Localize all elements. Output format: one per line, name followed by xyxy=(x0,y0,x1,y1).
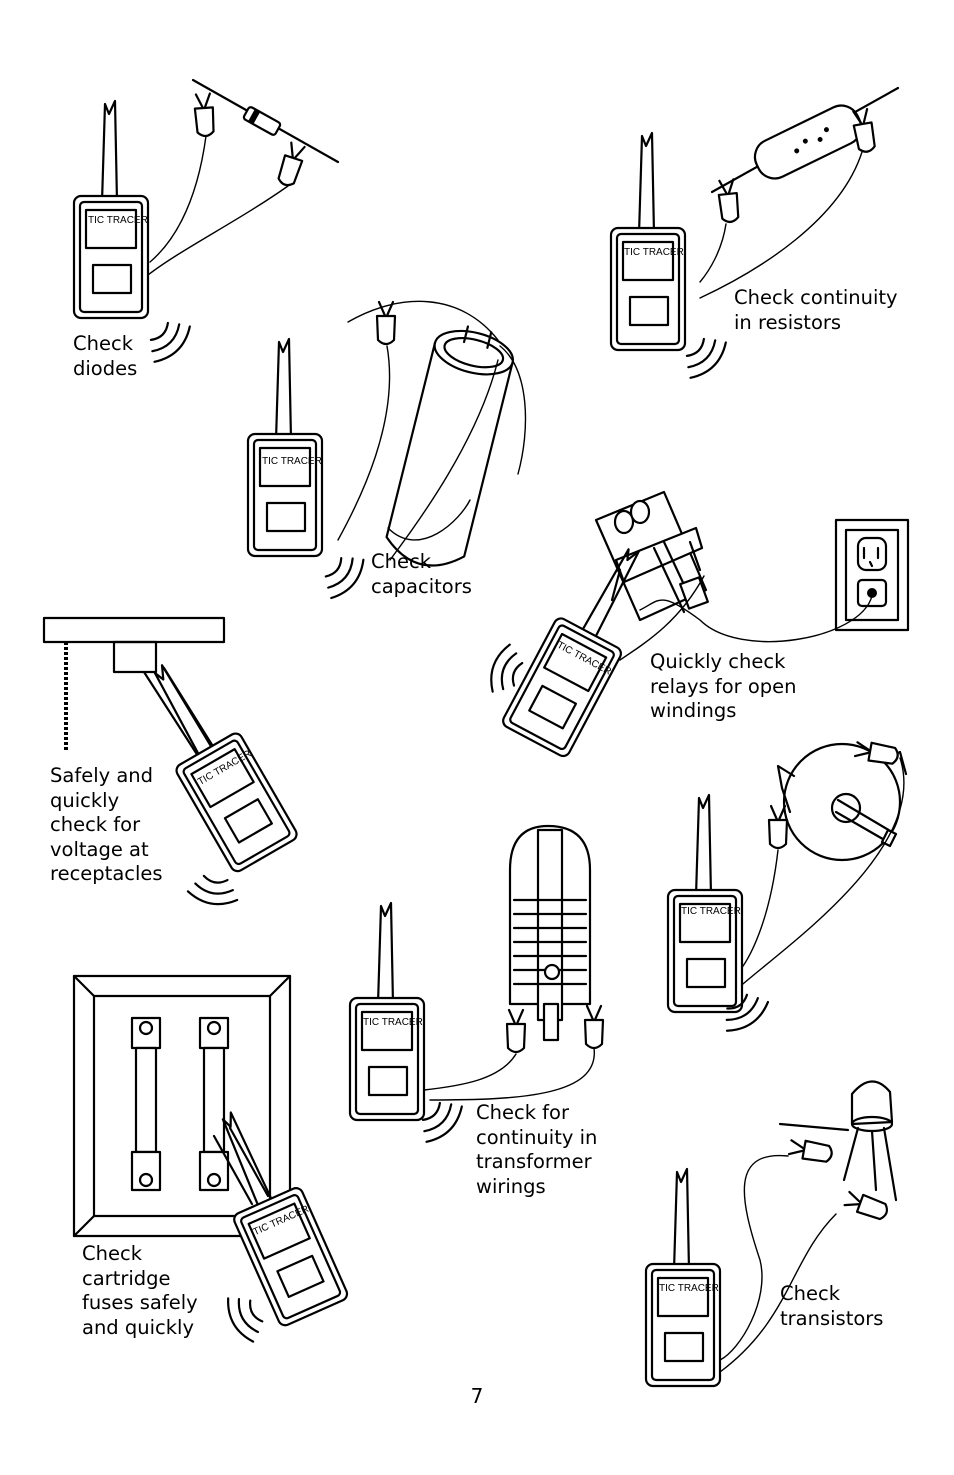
transistor-icon xyxy=(780,1081,896,1200)
vibration-waves-icon xyxy=(185,872,242,910)
vibration-waves-icon xyxy=(316,547,371,605)
resistor-icon xyxy=(749,99,867,184)
svg-text:TIC TRACER: TIC TRACER xyxy=(624,247,684,258)
caption-capacitors: Check capacitors xyxy=(371,550,472,598)
svg-text:TIC TRACER: TIC TRACER xyxy=(88,215,148,226)
motor-test-illustration: TIC TRACER xyxy=(666,739,906,1039)
caption-relays: Quickly check relays for open windings xyxy=(650,650,797,722)
capacitor-icon xyxy=(382,320,518,574)
caption-transformer: Check for continuity in transformer wiri… xyxy=(476,1101,598,1198)
tic-tracer-device-icon: TIC TRACER xyxy=(499,531,670,760)
tic-tracer-device-icon: TIC TRACER xyxy=(192,1098,351,1329)
svg-text:TIC TRACER: TIC TRACER xyxy=(363,1017,423,1028)
receptacle-test-illustration: TIC TRACER xyxy=(44,618,301,910)
tic-tracer-device-icon: TIC TRACER xyxy=(246,337,324,558)
fuse-block-icon xyxy=(74,976,290,1236)
tic-tracer-device-icon: TIC TRACER xyxy=(125,647,301,875)
fuse-test-illustration: TIC TRACER xyxy=(74,976,351,1347)
tic-tracer-device-icon: TIC TRACER xyxy=(644,1167,722,1388)
diode-icon xyxy=(243,106,281,136)
caption-fuses: Check cartridge fuses safely and quickly xyxy=(82,1242,198,1339)
transistor-test-illustration: TIC TRACER xyxy=(644,1081,896,1388)
caption-receptacles: Safely and quickly check for voltage at … xyxy=(50,764,163,885)
transformer-test-illustration: TIC TRACER xyxy=(348,826,605,1149)
caption-diodes: Check diodes xyxy=(73,332,138,380)
svg-text:TIC TRACER: TIC TRACER xyxy=(659,1283,719,1294)
tic-tracer-device-icon: TIC TRACER xyxy=(72,99,150,320)
vibration-waves-icon xyxy=(220,1288,270,1347)
transformer-icon xyxy=(510,826,590,1040)
svg-text:TIC TRACER: TIC TRACER xyxy=(681,906,741,917)
tic-tracer-device-icon: TIC TRACER xyxy=(348,901,426,1122)
wall-outlet-icon xyxy=(836,520,908,630)
light-fixture-icon xyxy=(44,618,224,672)
caption-resistors: Check continuity in resistors xyxy=(734,286,898,334)
page-number: 7 xyxy=(470,1384,484,1408)
motor-icon xyxy=(778,744,906,860)
vibration-waves-icon xyxy=(140,312,197,369)
caption-transistors: Check transistors xyxy=(780,1282,884,1330)
capacitor-test-illustration: TIC TRACER xyxy=(246,301,525,605)
svg-text:TIC TRACER: TIC TRACER xyxy=(262,456,322,467)
relay-test-illustration: TIC TRACER xyxy=(484,492,908,760)
tic-tracer-device-icon: TIC TRACER xyxy=(609,131,687,352)
diode-test-illustration: TIC TRACER xyxy=(72,80,338,369)
tic-tracer-device-icon: TIC TRACER xyxy=(666,793,744,1014)
resistor-test-illustration: TIC TRACER xyxy=(609,88,898,385)
